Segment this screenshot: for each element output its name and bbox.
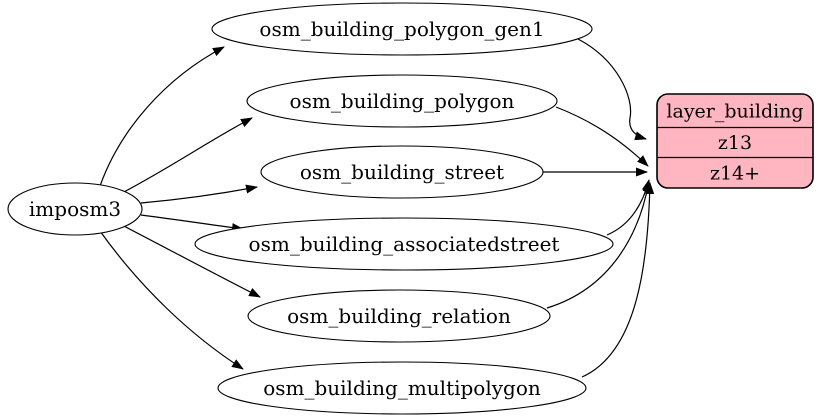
osm-building-polygon-ellipse [246,74,558,128]
osm-building-street-ellipse [260,145,544,199]
edge-imposm3-to-osm-building-multipolygon [99,230,244,370]
osm-building-multipolygon-ellipse [217,361,587,415]
node-osm-building-polygon-gen1: osm_building_polygon_gen1 [211,2,593,56]
node-osm-building-relation: osm_building_relation [247,289,551,343]
layer-building-row-z14plus: z14+ [710,163,760,185]
edge-group-tables-to-layer [543,38,655,378]
osm-building-multipolygon-label: osm_building_multipolygon [263,376,541,400]
osm-building-relation-label: osm_building_relation [287,304,511,328]
osm-building-polygon-label: osm_building_polygon [290,89,515,113]
edge-osm-building-multipolygon-to-z14plus [581,182,655,378]
osm-building-relation-ellipse [247,289,551,343]
layer-building-title: layer_building [666,101,803,123]
edge-imposm3-to-osm-building-polygon [119,117,253,195]
node-osm-building-polygon: osm_building_polygon [246,74,558,128]
osm-building-associatedstreet-ellipse [194,217,614,271]
edge-imposm3-to-osm-building-relation [119,223,261,298]
node-osm-building-street: osm_building_street [260,145,544,199]
osm-building-street-label: osm_building_street [300,160,504,184]
node-osm-building-multipolygon: osm_building_multipolygon [217,361,587,415]
imposm3-label: imposm3 [29,197,121,221]
edge-imposm3-to-osm-building-associatedstreet [140,214,244,233]
node-layer-building: layer_building z13 z14+ [656,93,814,189]
edge-imposm3-to-osm-building-polygon-gen1 [99,46,225,187]
edge-imposm3-to-osm-building-street [140,184,258,204]
node-imposm3: imposm3 [7,182,143,236]
layer-building-row-z13: z13 [718,132,752,154]
edge-group-imposm3-to-tables [99,46,261,370]
edge-osm-building-polygon-to-z14plus [555,106,649,167]
layer-building-box [656,93,814,189]
osm-building-polygon-gen1-ellipse [211,2,593,56]
imposm3-ellipse [7,182,143,236]
node-osm-building-associatedstreet: osm_building_associatedstreet [194,217,614,271]
osm-building-polygon-gen1-label: osm_building_polygon_gen1 [259,17,544,41]
osm-building-associatedstreet-label: osm_building_associatedstreet [249,232,560,256]
edge-osm-building-polygon-gen1-to-z13 [577,38,647,141]
edge-osm-building-relation-to-z14plus [546,180,652,309]
